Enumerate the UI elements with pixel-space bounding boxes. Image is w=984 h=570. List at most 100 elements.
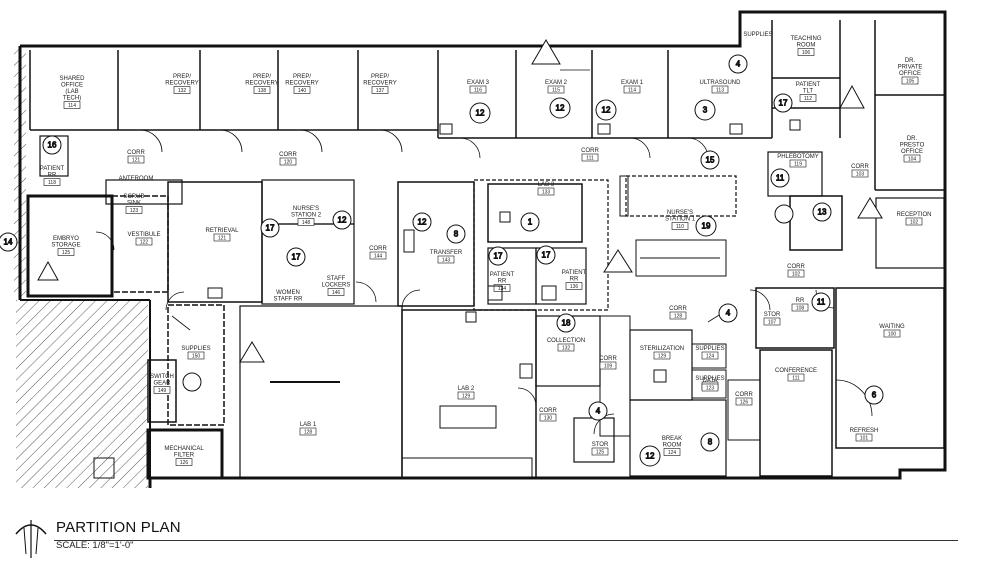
room-number: 149 — [158, 388, 167, 394]
room-number: 110 — [676, 224, 684, 230]
room-number-box — [213, 233, 231, 242]
room-number: 100 — [888, 332, 897, 338]
room-number-box — [299, 427, 317, 436]
room-number: 120 — [284, 160, 293, 166]
revision-triangles — [37, 39, 883, 363]
room-name-line: LAB 1 — [300, 422, 317, 428]
room-name-line: PATIENT — [796, 82, 821, 88]
room-name-line: LAB 3 — [538, 182, 555, 188]
room-number-box — [279, 157, 297, 166]
svg-text:18: 18 — [562, 319, 571, 328]
room-name-line: PHLEBOTOMY — [777, 154, 819, 160]
room-name-line: PREP/ — [293, 74, 311, 80]
room-number: 133 — [542, 190, 551, 196]
svg-text:12: 12 — [646, 452, 655, 461]
room-name-line: TRANSFER — [430, 250, 463, 256]
room-number-box — [663, 448, 681, 456]
svg-text:3: 3 — [703, 106, 708, 115]
room-number-box — [127, 155, 145, 164]
svg-text:17: 17 — [266, 224, 275, 233]
room-name-line: LAB 2 — [458, 386, 475, 392]
room-name-line: REFRESH — [850, 428, 879, 434]
room-name-line: RR — [498, 279, 507, 285]
room-number: 128 — [674, 314, 683, 320]
room-number: 119 — [794, 162, 802, 168]
keynote-tag: 1 — [520, 212, 540, 232]
keynote-tag: 4 — [718, 303, 738, 323]
keynote-tag: 12 — [595, 99, 617, 121]
room-number: 121 — [132, 158, 141, 164]
room-name-line: CORR — [369, 246, 387, 252]
room-name-line: CORR — [669, 306, 687, 312]
room-number: 123 — [706, 386, 715, 392]
room-name-line: SUPPLIES — [695, 346, 724, 352]
room-number-box — [851, 169, 869, 178]
room-label-data: DATA 123 — [701, 378, 719, 392]
room-number-box — [371, 86, 389, 94]
room-number: 129 — [462, 394, 471, 400]
room-name-line: SCRUB — [123, 194, 144, 200]
room-name-line: DR. — [905, 58, 916, 64]
room-name-line: PATIENT — [490, 272, 515, 278]
svg-text:11: 11 — [776, 174, 785, 183]
room-number-box — [787, 269, 805, 278]
room-name-line: CORR — [539, 408, 557, 414]
room-number: 111 — [586, 156, 594, 162]
room-number: 104 — [908, 157, 917, 163]
room-number-box — [799, 94, 817, 102]
svg-text:4: 4 — [596, 407, 601, 416]
room-label-corr-121: CORR 121 — [127, 150, 145, 164]
room-name-line: DATA — [702, 378, 717, 384]
room-number-box — [173, 86, 191, 94]
room-name-line: COLLECTION — [547, 338, 585, 344]
room-name-line: ULTRASOUND — [700, 80, 742, 86]
room-number: 112 — [804, 96, 812, 102]
room-name-line: EXAM 2 — [545, 80, 568, 86]
keynote-tag: 11 — [811, 292, 831, 312]
svg-text:17: 17 — [779, 99, 788, 108]
room-name-line: OFFICE — [901, 149, 923, 155]
svg-text:12: 12 — [418, 218, 427, 227]
room-number: 102 — [792, 272, 801, 278]
room-number-box — [457, 391, 475, 400]
room-name-line: SHARED — [59, 76, 85, 82]
keynote-tag: 19 — [695, 215, 717, 237]
room-number: 111 — [792, 376, 800, 382]
room-name-line: CORR — [279, 152, 297, 158]
svg-text:11: 11 — [817, 298, 826, 307]
room-label-supplies-top: SUPPLIES — [743, 32, 772, 38]
room-number: 128 — [304, 430, 313, 436]
room-name-line: EMBRYO — [53, 236, 79, 242]
room-number: 122 — [140, 240, 149, 246]
room-name-line: OFFICE — [899, 71, 921, 77]
room-number: 114 — [68, 103, 76, 109]
keynote-tag: 12 — [639, 445, 661, 467]
room-number: 113 — [716, 88, 724, 94]
keynote-tag: 17 — [536, 245, 556, 265]
svg-text:17: 17 — [292, 253, 301, 262]
room-number-box — [547, 85, 565, 94]
keynote-tag: 14 — [0, 232, 18, 252]
room-name-line: CORR — [787, 264, 805, 270]
room-number-box — [43, 178, 61, 186]
room-label-phlebotomy: PHLEBOTOMY 119 — [777, 154, 819, 168]
room-number-box — [187, 351, 205, 360]
room-name-line: CORR — [127, 150, 145, 156]
